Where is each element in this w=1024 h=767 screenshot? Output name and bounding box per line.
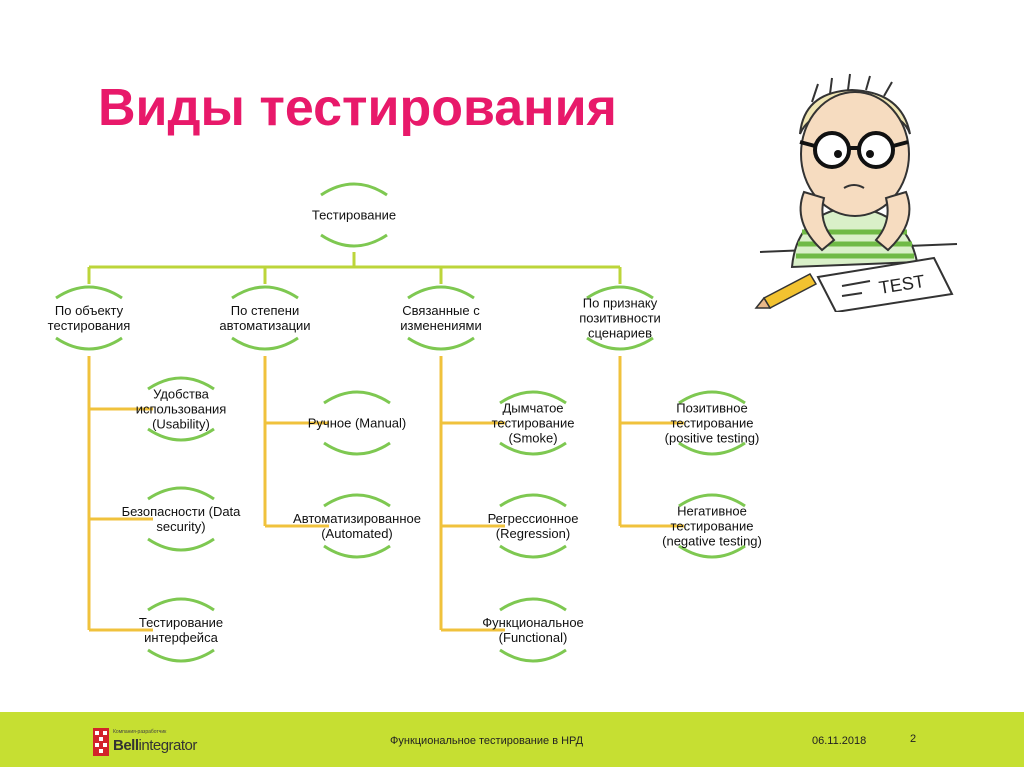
category-node-3-arc-bottom <box>586 336 654 351</box>
category-node-0-child-2-arc-top <box>147 597 215 612</box>
category-node-0-label: По объекту тестирования <box>47 303 131 333</box>
category-node-1-arc-top <box>231 285 299 300</box>
category-node-1-label: По степени автоматизации <box>219 303 311 333</box>
category-node-3-child-1-arc-top <box>678 493 746 508</box>
bellintegrator-logo: Компания-разработчик Bellintegrator <box>93 728 213 756</box>
category-node-0-child-0-arc-top <box>147 376 215 391</box>
category-node-0-child-2-label: Тестирование интерфейса <box>138 615 224 645</box>
category-node-2-child-2-label: Функциональное (Functional) <box>482 615 584 645</box>
category-node-0-child-1-label: Безопасности (Data security) <box>121 504 241 534</box>
category-node-0-child-2-arc-bottom <box>147 648 215 663</box>
category-node-2-child-1-arc-top <box>499 493 567 508</box>
category-node-1-child-0-arc-bottom <box>323 441 391 456</box>
category-node-0-child-1-arc-top <box>147 486 215 501</box>
category-node-0-child-0-label: Удобства использования (Usability) <box>135 386 227 432</box>
category-node-2-child-2-arc-bottom <box>499 648 567 663</box>
testing-types-diagram <box>55 182 746 663</box>
footer-bar: Компания-разработчик Bellintegrator Функ… <box>0 712 1024 767</box>
footer-date: 06.11.2018 <box>812 735 867 747</box>
category-node-3-child-0-arc-top <box>678 390 746 405</box>
category-node-2-child-1-arc-bottom <box>499 544 567 559</box>
category-node-3-label: По признаку позитивности сценариев <box>579 295 661 341</box>
logo-wordmark: Bellintegrator <box>113 737 197 754</box>
category-node-1-child-1-label: Автоматизированное (Automated) <box>293 511 421 541</box>
logo-word-bold: Bell <box>113 737 139 754</box>
root-node-arc-bottom <box>320 233 388 248</box>
category-node-1-child-1-arc-top <box>323 493 391 508</box>
logo-mark-icon <box>93 728 109 756</box>
category-node-2-label: Связанные с изменениями <box>400 303 482 333</box>
student-taking-test-icon: TEST <box>754 73 958 312</box>
category-node-1-child-1-arc-bottom <box>323 544 391 559</box>
category-node-2-child-2-arc-top <box>499 597 567 612</box>
category-node-0-child-0-arc-bottom <box>147 427 215 442</box>
category-node-1-child-0-label: Ручное (Manual) <box>307 415 407 431</box>
logo-tagline: Компания-разработчик <box>113 729 167 735</box>
category-node-2-arc-top <box>407 285 475 300</box>
category-node-3-arc-top <box>586 285 654 300</box>
category-node-1-child-0-arc-top <box>323 390 391 405</box>
slide-title: Виды тестирования <box>98 79 617 137</box>
category-node-3-child-1-arc-bottom <box>678 544 746 559</box>
category-node-2-child-0-arc-top <box>499 390 567 405</box>
footer-presentation-title: Функциональное тестирование в НРД <box>390 735 584 747</box>
category-node-2-child-0-label: Дымчатое тестирование (Smoke) <box>491 400 575 446</box>
logo-word-rest: integrator <box>138 737 198 754</box>
category-node-3-child-0-label: Позитивное тестирование (positive testin… <box>664 400 760 446</box>
root-node-label: Тестирование <box>311 207 397 223</box>
root-node-arc-top <box>320 182 388 197</box>
category-node-0-arc-bottom <box>55 336 123 351</box>
category-node-0-arc-top <box>55 285 123 300</box>
category-node-1-arc-bottom <box>231 336 299 351</box>
category-node-3-child-1-label: Негативное тестирование (negative testin… <box>662 503 762 549</box>
category-node-2-child-1-label: Регрессионное (Regression) <box>487 511 579 541</box>
category-node-2-child-0-arc-bottom <box>499 441 567 456</box>
category-node-3-child-0-arc-bottom <box>678 441 746 456</box>
category-node-0-child-1-arc-bottom <box>147 537 215 552</box>
category-node-2-arc-bottom <box>407 336 475 351</box>
footer-page-number: 2 <box>910 733 917 745</box>
